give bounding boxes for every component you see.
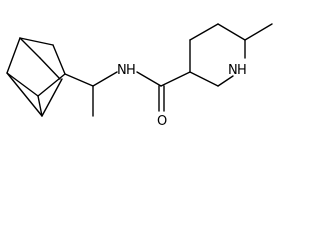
atom-labels: N H O N H xyxy=(117,63,247,129)
bond-norbornane-5 xyxy=(19,37,54,46)
bond-ch-to-nh xyxy=(92,71,118,87)
bond-norbornane-2 xyxy=(6,72,39,97)
bond-piperidine-6 xyxy=(189,71,219,87)
structure-diagram: N H O N H xyxy=(6,23,273,129)
bond-norbornane-1 xyxy=(6,37,21,74)
ring-nitrogen-label: N xyxy=(228,63,238,78)
bond-norbornane-7 xyxy=(39,57,61,80)
ethyl-linker xyxy=(64,71,118,117)
bond-ring-methyl xyxy=(244,23,273,41)
bond-cage-to-ch xyxy=(64,73,94,87)
molecule-drawing: N H O N H xyxy=(6,23,273,129)
bond-piperidine-2 xyxy=(189,23,219,41)
bond-norbornane-4 xyxy=(52,44,66,75)
norbornane-cage xyxy=(6,37,66,117)
bond-norbornane-6 xyxy=(19,37,41,59)
bond-piperidine-5 xyxy=(217,75,234,87)
bond-norbornane-10 xyxy=(41,78,63,117)
amide-group xyxy=(136,71,191,112)
amide-nitrogen-label: N xyxy=(117,63,127,78)
bond-norbornane-8 xyxy=(37,95,43,117)
piperidine-ring xyxy=(189,23,273,87)
carbonyl-oxygen-label: O xyxy=(157,114,167,129)
ring-hydrogen-label: H xyxy=(237,63,247,78)
bond-nh-to-carbonyl xyxy=(136,71,162,87)
bond-carbonyl-to-ring xyxy=(160,71,191,87)
amide-hydrogen-label: H xyxy=(126,63,136,78)
bond-norbornane-9 xyxy=(6,72,43,117)
bond-piperidine-3 xyxy=(217,23,246,41)
bond-norbornane-3 xyxy=(37,73,66,97)
